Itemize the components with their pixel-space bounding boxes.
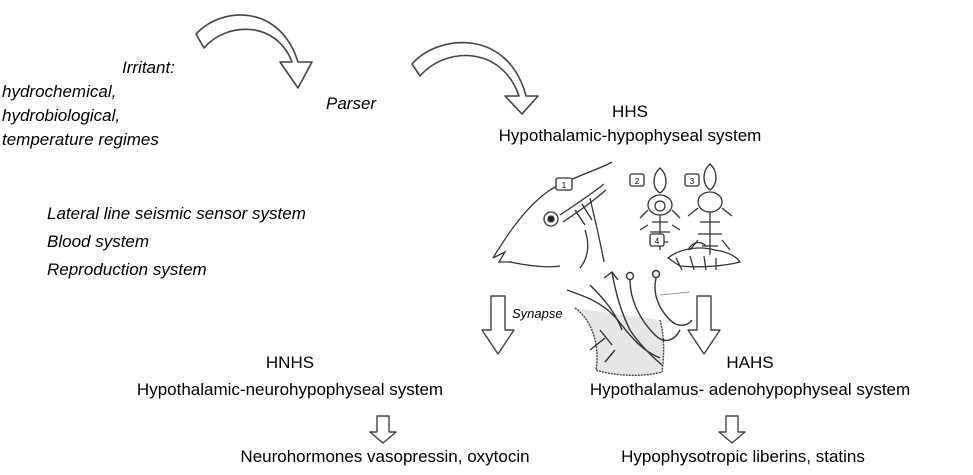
down-arrow-to-liberins bbox=[719, 416, 745, 443]
irritant-line-3: temperature regimes bbox=[2, 130, 159, 150]
synapse-label: Synapse bbox=[512, 304, 563, 324]
hhs-full: Hypothalamic-hypophyseal system bbox=[480, 126, 780, 146]
hahs-full: Hypothalamus- adenohypophyseal system bbox=[568, 380, 932, 400]
figure-number-2: 2 bbox=[635, 177, 640, 186]
figure-number-3: 3 bbox=[690, 177, 695, 186]
curved-arrow-parser-to-hhs bbox=[412, 43, 538, 114]
hnhs-full: Hypothalamic-neurohypophyseal system bbox=[120, 380, 460, 400]
output-liberins-statins: Hypophysotropic liberins, statins bbox=[598, 447, 888, 467]
sensor-system-lateral-line: Lateral line seismic sensor system bbox=[47, 204, 306, 224]
down-arrow-to-hnhs bbox=[482, 296, 514, 354]
fish-head-sketch bbox=[493, 162, 612, 268]
brain-sketch-4 bbox=[650, 234, 740, 270]
figure-number-4: 4 bbox=[655, 237, 660, 246]
down-arrow-to-hahs bbox=[688, 296, 720, 354]
parser-label: Parser bbox=[326, 94, 376, 114]
curved-arrow-irritant-to-parser bbox=[196, 15, 312, 88]
down-arrow-to-neurohormones bbox=[370, 416, 396, 443]
hahs-abbr: HAHS bbox=[690, 353, 810, 373]
sensor-system-reproduction: Reproduction system bbox=[47, 260, 207, 280]
irritant-line-1: hydrochemical, bbox=[2, 82, 116, 102]
hhs-abbr: HHS bbox=[570, 102, 690, 122]
figure-number-1: 1 bbox=[562, 181, 567, 190]
output-neurohormones: Neurohormones vasopressin, oxytocin bbox=[220, 447, 550, 467]
irritant-title: Irritant: bbox=[122, 58, 175, 78]
hnhs-abbr: HNHS bbox=[230, 353, 350, 373]
irritant-line-2: hydrobiological, bbox=[2, 106, 120, 126]
neuron-sketch bbox=[567, 271, 692, 376]
sensor-system-blood: Blood system bbox=[47, 232, 149, 252]
